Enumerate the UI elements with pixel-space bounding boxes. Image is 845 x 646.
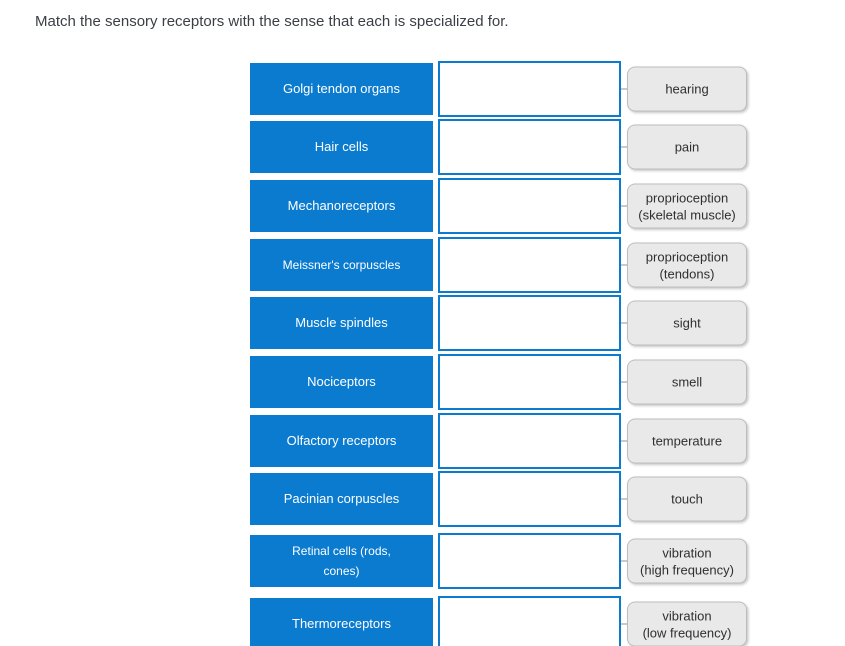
receptor-tile-olfactory-receptors[interactable]: Olfactory receptors bbox=[250, 415, 433, 467]
connector-line bbox=[621, 498, 627, 500]
drop-target-10[interactable] bbox=[438, 596, 621, 646]
connector-line bbox=[621, 560, 627, 562]
match-row: Muscle spindles sight bbox=[250, 295, 750, 351]
match-row: Golgi tendon organs hearing bbox=[250, 61, 750, 117]
drop-target-6[interactable] bbox=[438, 354, 621, 410]
connector-line bbox=[621, 322, 627, 324]
receptor-tile-mechanoreceptors[interactable]: Mechanoreceptors bbox=[250, 180, 433, 232]
choice-chip-vibration-high-frequency[interactable]: vibration (high frequency) bbox=[627, 538, 747, 584]
choice-chip-temperature[interactable]: temperature bbox=[627, 418, 747, 464]
connector-line bbox=[621, 88, 627, 90]
receptor-tile-pacinian-corpuscles[interactable]: Pacinian corpuscles bbox=[250, 473, 433, 525]
receptor-tile-hair-cells[interactable]: Hair cells bbox=[250, 121, 433, 173]
choice-chip-vibration-low-frequency[interactable]: vibration (low frequency) bbox=[627, 601, 747, 646]
match-row: Retinal cells (rods, cones) vibration (h… bbox=[250, 533, 750, 589]
match-row: Hair cells pain bbox=[250, 119, 750, 175]
choice-chip-proprioception-skeletal-muscle[interactable]: proprioception (skeletal muscle) bbox=[627, 183, 747, 229]
receptor-tile-nociceptors[interactable]: Nociceptors bbox=[250, 356, 433, 408]
choice-chip-smell[interactable]: smell bbox=[627, 359, 747, 405]
match-row: Mechanoreceptors proprioception (skeleta… bbox=[250, 178, 750, 234]
receptor-tile-thermoreceptors[interactable]: Thermoreceptors bbox=[250, 598, 433, 646]
receptor-tile-meissners-corpuscles[interactable]: Meissner's corpuscles bbox=[250, 239, 433, 291]
drop-target-3[interactable] bbox=[438, 178, 621, 234]
choice-chip-touch[interactable]: touch bbox=[627, 476, 747, 522]
drop-target-5[interactable] bbox=[438, 295, 621, 351]
connector-line bbox=[621, 381, 627, 383]
choice-chip-hearing[interactable]: hearing bbox=[627, 66, 747, 112]
match-row: Olfactory receptors temperature bbox=[250, 413, 750, 469]
drop-target-9[interactable] bbox=[438, 533, 621, 589]
choice-chip-sight[interactable]: sight bbox=[627, 300, 747, 346]
drop-target-4[interactable] bbox=[438, 237, 621, 293]
drop-target-7[interactable] bbox=[438, 413, 621, 469]
drop-target-1[interactable] bbox=[438, 61, 621, 117]
drop-target-2[interactable] bbox=[438, 119, 621, 175]
match-row: Meissner's corpuscles proprioception (te… bbox=[250, 237, 750, 293]
match-row: Thermoreceptors vibration (low frequency… bbox=[250, 596, 750, 646]
drop-target-8[interactable] bbox=[438, 471, 621, 527]
receptor-tile-golgi-tendon-organs[interactable]: Golgi tendon organs bbox=[250, 63, 433, 115]
connector-line bbox=[621, 623, 627, 625]
choice-chip-proprioception-tendons[interactable]: proprioception (tendons) bbox=[627, 242, 747, 288]
match-row: Pacinian corpuscles touch bbox=[250, 471, 750, 527]
match-rows: Golgi tendon organs hearing Hair cells p… bbox=[250, 0, 790, 646]
connector-line bbox=[621, 440, 627, 442]
receptor-tile-retinal-cells[interactable]: Retinal cells (rods, cones) bbox=[250, 535, 433, 587]
receptor-tile-muscle-spindles[interactable]: Muscle spindles bbox=[250, 297, 433, 349]
connector-line bbox=[621, 205, 627, 207]
question-title: Match the sensory receptors with the sen… bbox=[35, 13, 509, 30]
connector-line bbox=[621, 146, 627, 148]
match-row: Nociceptors smell bbox=[250, 354, 750, 410]
connector-line bbox=[621, 264, 627, 266]
choice-chip-pain[interactable]: pain bbox=[627, 124, 747, 170]
